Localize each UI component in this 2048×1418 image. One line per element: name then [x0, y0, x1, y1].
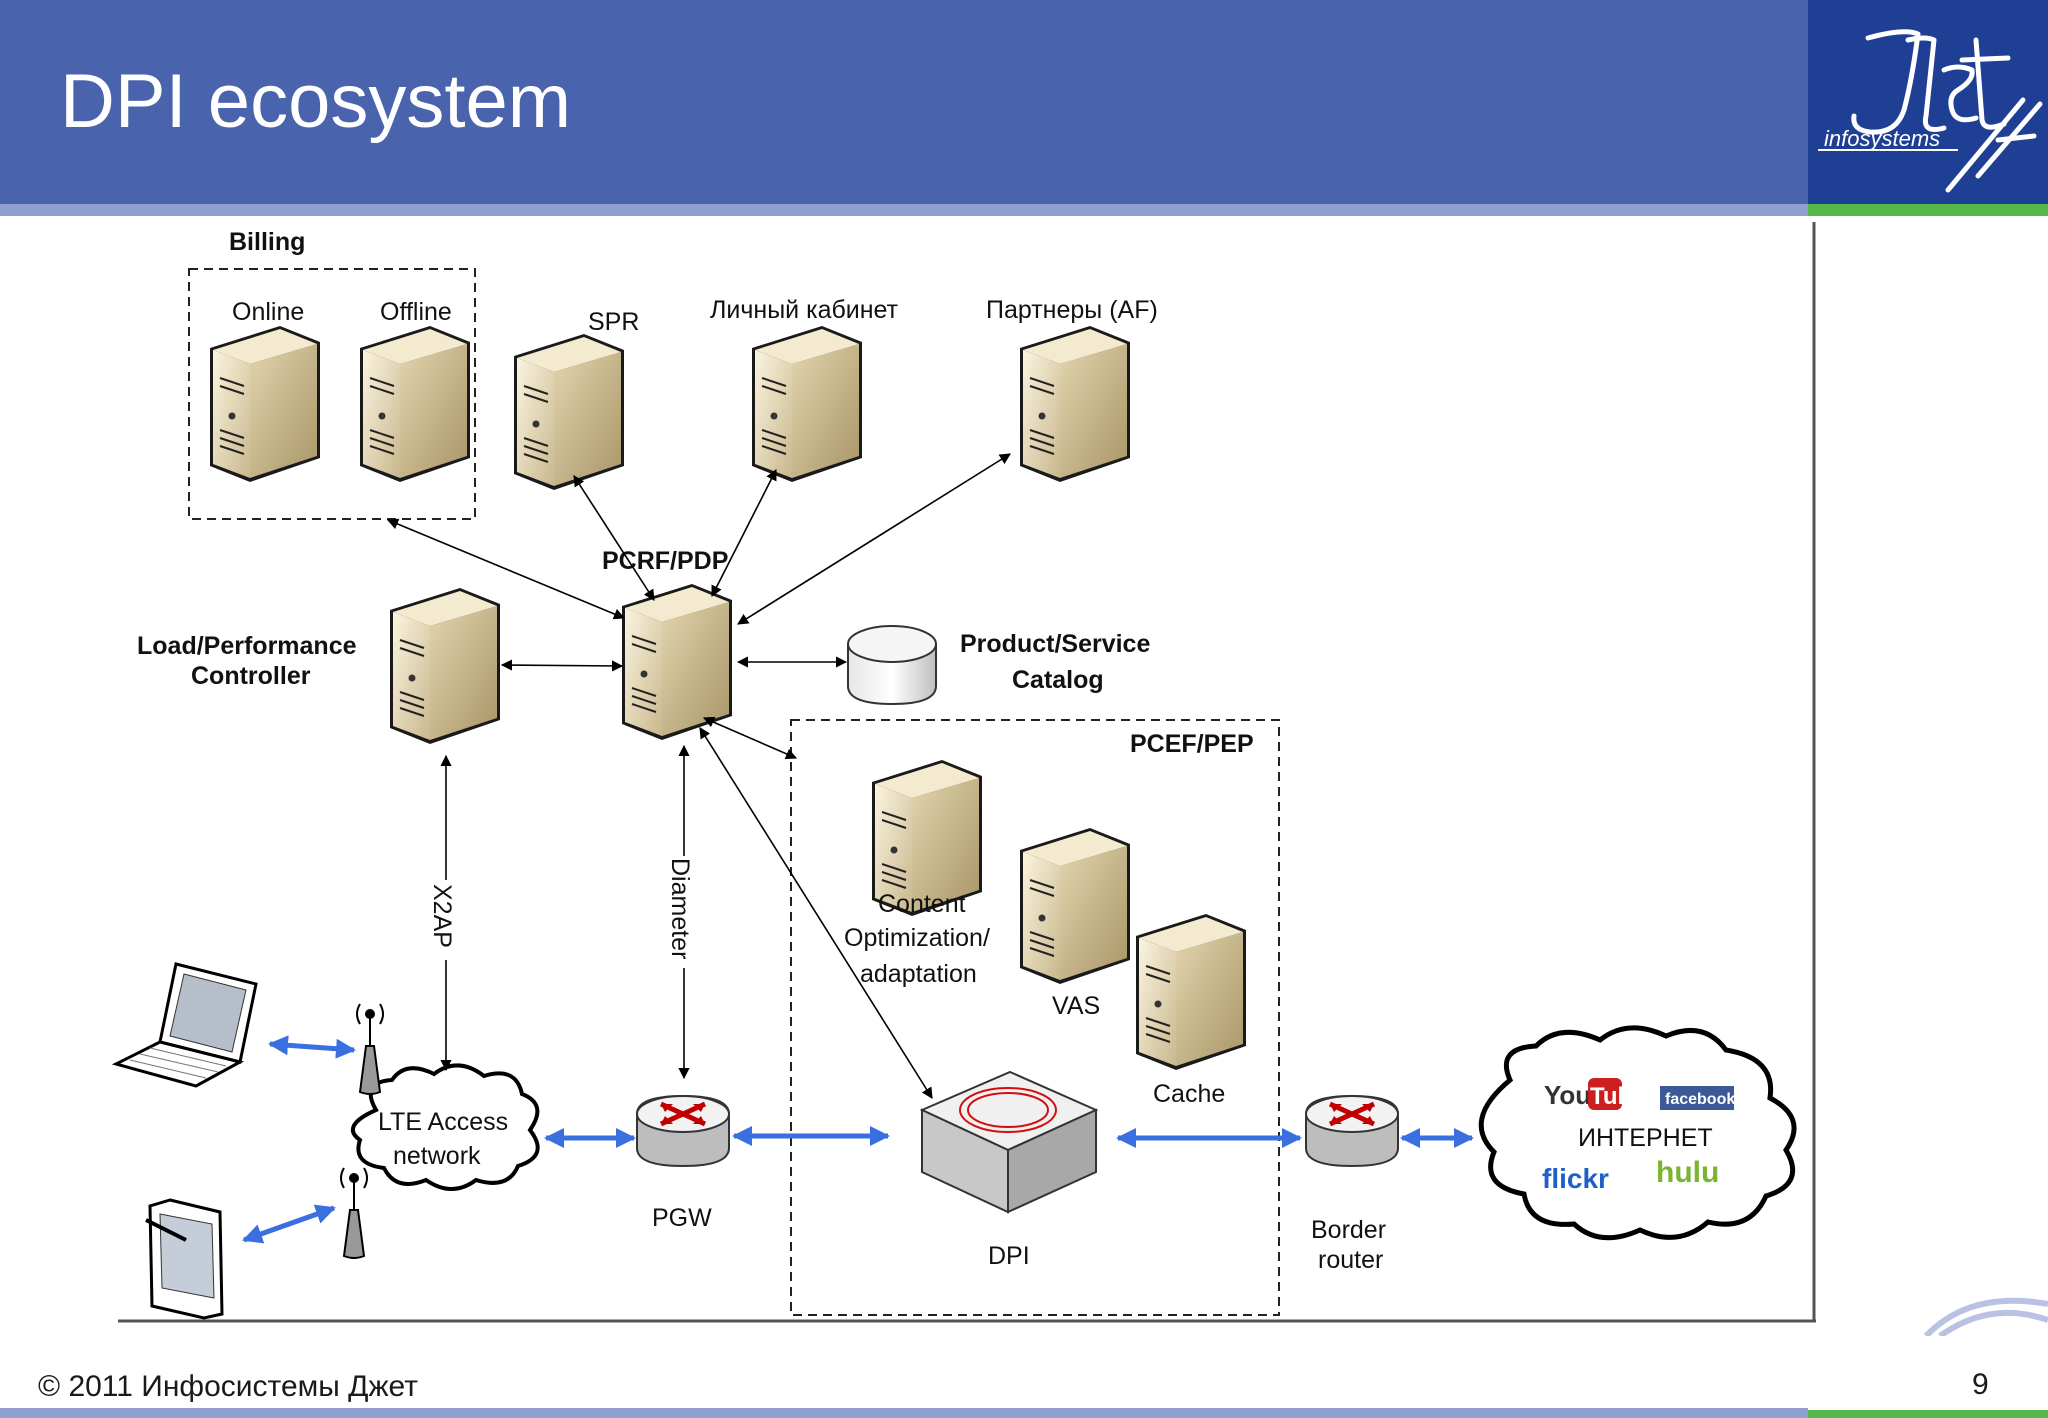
tablet-icon — [145, 1198, 224, 1320]
youtube-logo-box — [1588, 1078, 1622, 1110]
spr-server-icon — [513, 333, 625, 491]
content-label-1: Content — [878, 890, 966, 918]
pcrf-server-icon — [621, 583, 733, 741]
flickr-logo: flickr — [1542, 1163, 1609, 1194]
load-controller-label-2: Controller — [191, 662, 311, 690]
pcef-label: PCEF/PEP — [1130, 730, 1254, 758]
online-server-icon — [209, 325, 321, 483]
partners-pcrf-link — [737, 453, 1011, 625]
laptop-icon — [111, 962, 258, 1088]
content-label-3: adaptation — [860, 960, 977, 988]
hulu-logo: hulu — [1656, 1156, 1719, 1189]
load-pcrf-link — [500, 659, 624, 672]
lte-label-1: LTE Access — [378, 1108, 508, 1136]
spr-pcrf-link — [573, 475, 655, 601]
vas-label: VAS — [1052, 992, 1100, 1020]
pgw-label: PGW — [652, 1204, 712, 1232]
pgw-router-icon — [637, 1096, 729, 1166]
jet-logo-icon: infosystems — [1818, 29, 2043, 193]
pcrf-label: PCRF/PDP — [602, 547, 728, 575]
youtube-logo-tube: Tube — [1590, 1083, 1646, 1110]
cabinet-label: Личный кабинет — [710, 296, 899, 324]
vas-server-icon — [1019, 827, 1131, 985]
x2ap-label-bg — [432, 880, 462, 960]
facebook-logo-box — [1660, 1086, 1734, 1110]
tablet-antenna-link — [242, 1204, 336, 1244]
x2ap-label: X2AP — [428, 884, 456, 948]
billing-pcrf-link — [386, 518, 626, 620]
antenna-top-icon — [356, 1003, 384, 1095]
lte-cloud-icon — [350, 1063, 540, 1191]
load-controller-label-1: Load/Performance — [137, 632, 357, 660]
partners-server-icon — [1019, 325, 1131, 483]
slide-title: DPI ecosystem — [60, 59, 572, 144]
internet-label: ИНТЕРНЕТ — [1578, 1124, 1713, 1152]
partners-label: Партнеры (AF) — [986, 296, 1158, 324]
laptop-antenna-link — [268, 1035, 356, 1059]
logo-text: infosystems — [1824, 126, 1940, 151]
border-router-icon — [1306, 1096, 1398, 1166]
catalog-label-2: Catalog — [1012, 666, 1104, 694]
catalog-database-icon — [847, 625, 937, 706]
cache-label: Cache — [1153, 1080, 1225, 1108]
catalog-label-1: Product/Service — [960, 630, 1150, 658]
footer-green-stripe — [1808, 1410, 2048, 1418]
offline-server-icon — [359, 325, 471, 483]
lte-label-2: network — [393, 1142, 481, 1170]
page-number: 9 — [1972, 1368, 1989, 1401]
footer-swirl-icon — [1923, 1297, 2048, 1339]
spr-label: SPR — [588, 308, 639, 336]
online-label: Online — [232, 298, 304, 326]
pcrf-pcef-link — [702, 716, 798, 760]
diameter-label-bg — [670, 856, 700, 968]
youtube-logo-you: You — [1544, 1080, 1591, 1110]
internet-cloud-icon — [1478, 1025, 1797, 1241]
dpi-device-icon — [919, 1070, 1099, 1214]
load-controller-server-icon — [389, 587, 501, 745]
jet-logo: infosystems — [1808, 0, 2048, 204]
border-router-label-1: Border — [1311, 1216, 1386, 1244]
facebook-logo: facebook — [1665, 1091, 1735, 1108]
footer-line — [0, 1408, 1808, 1418]
header-bar — [0, 0, 1808, 204]
cabinet-server-icon — [751, 325, 863, 483]
cabinet-pcrf-link — [711, 469, 777, 597]
footer-copyright: © 2011 Инфосистемы Джет — [38, 1370, 418, 1403]
diameter-label: Diameter — [666, 858, 694, 959]
billing-group-box — [188, 268, 476, 520]
content-label-2: Optimization/ — [844, 924, 990, 952]
dpi-label: DPI — [988, 1242, 1030, 1270]
billing-label: Billing — [229, 228, 305, 256]
cache-server-icon — [1135, 913, 1247, 1071]
antenna-bottom-icon — [340, 1167, 368, 1259]
logo-green-stripe — [1808, 204, 2048, 216]
pcrf-dpi-link — [699, 727, 933, 1099]
border-router-label-2: router — [1318, 1246, 1383, 1274]
dpi-ecosystem-diagram: Billing Online Offline SPR Личный кабине… — [111, 222, 2048, 1339]
offline-label: Offline — [380, 298, 452, 326]
header-stripe — [0, 204, 1808, 216]
dpi-diagram: Billing Online Offline SPR Личный кабине… — [0, 216, 2048, 1339]
